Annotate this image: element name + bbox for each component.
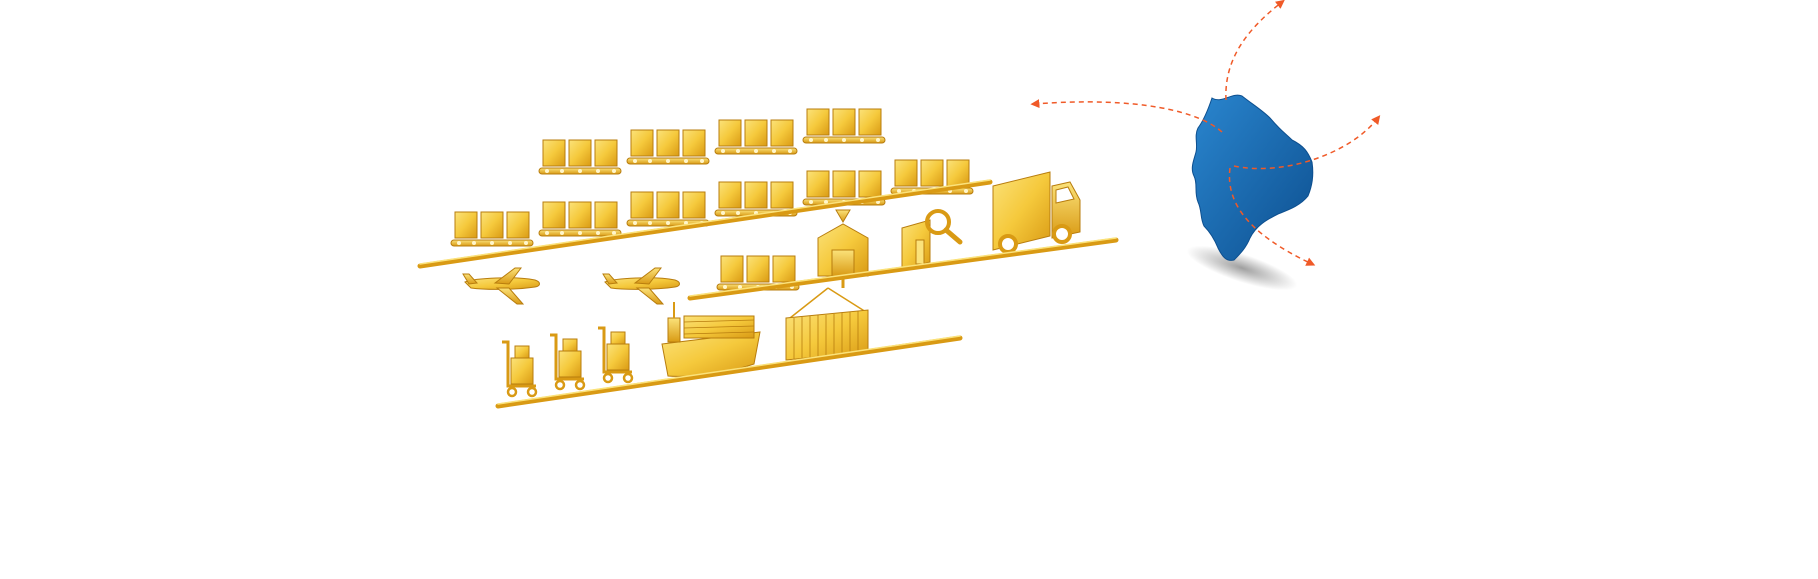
hand-trolley-icon xyxy=(548,333,586,391)
route-arrow-icon xyxy=(1228,167,1316,266)
hand-trolley-icon xyxy=(596,326,634,384)
pallet-box-icon xyxy=(538,139,622,175)
hand-trolley-icon xyxy=(500,340,538,398)
conveyor-row-top xyxy=(538,108,886,175)
conveyor-row-middle xyxy=(450,159,974,247)
pallet-box-icon xyxy=(538,201,622,237)
airplane-icon xyxy=(602,267,680,305)
pallet-box-icon xyxy=(626,191,710,227)
conveyor-belt-icon xyxy=(495,335,963,409)
route-arrow-icon xyxy=(1030,99,1223,133)
package-arrow-icon xyxy=(817,209,869,288)
conveyor-belt-icon xyxy=(687,237,1119,301)
conveyor-belt-icon xyxy=(417,179,993,269)
delivery-truck-icon xyxy=(992,171,1081,254)
pallet-box-icon xyxy=(714,119,798,155)
cargo-ship-icon xyxy=(661,302,761,377)
package-inspection-icon xyxy=(901,209,963,271)
country-map-icon xyxy=(1186,94,1314,291)
route-arrows xyxy=(1030,0,1381,266)
pallet-box-icon xyxy=(450,211,534,247)
transport-row-sea xyxy=(500,326,634,398)
pallet-box-icon xyxy=(802,108,886,144)
shipping-container-icon xyxy=(785,287,869,361)
transport-row-air xyxy=(462,255,800,305)
pallet-box-icon xyxy=(626,129,710,165)
route-arrow-icon xyxy=(1225,0,1285,101)
airplane-icon xyxy=(462,267,540,305)
